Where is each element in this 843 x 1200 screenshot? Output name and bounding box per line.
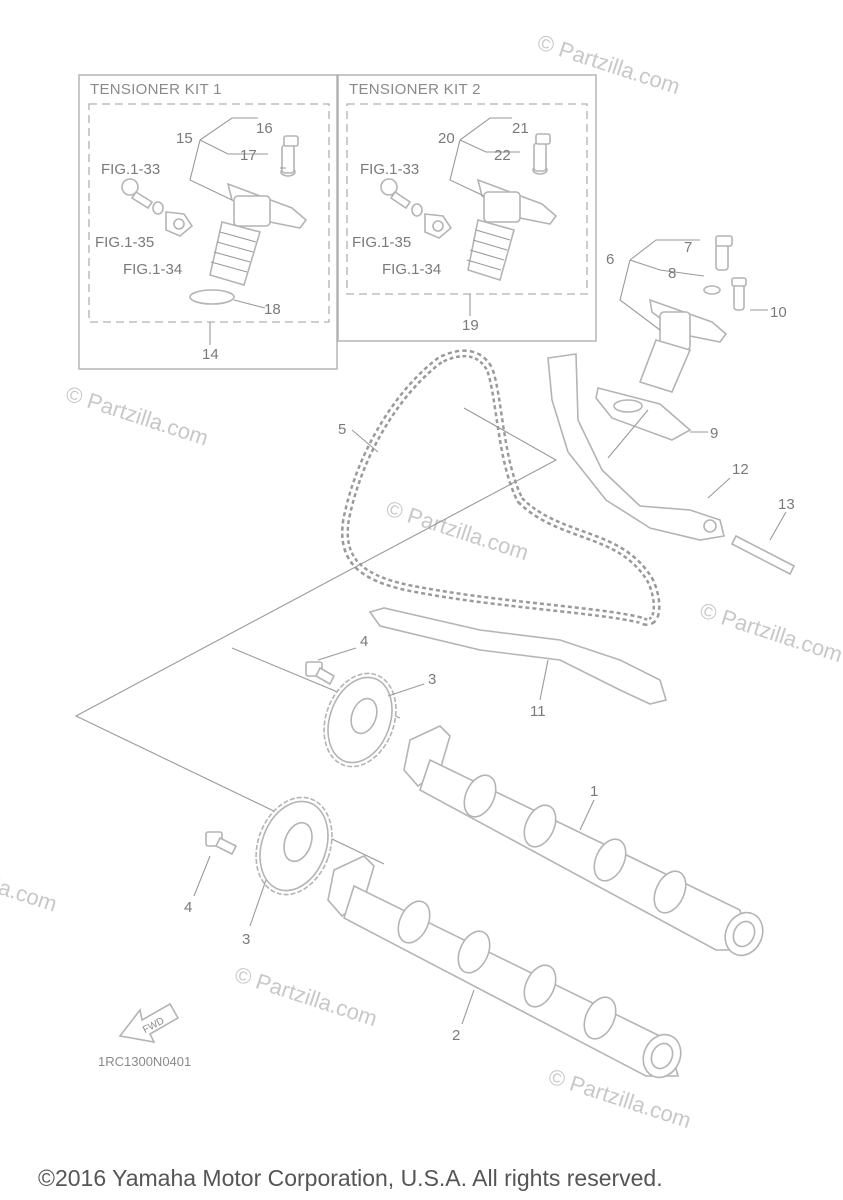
callout-3-upper: 3 [428, 671, 436, 688]
callout-7: 7 [684, 239, 692, 256]
callout-20: 20 [438, 130, 455, 147]
bolt-upper [305, 661, 336, 686]
leader [539, 659, 549, 701]
leader [317, 647, 425, 697]
tensioner-1-part [121, 135, 308, 305]
callout-6: 6 [606, 251, 614, 268]
leader [707, 477, 731, 499]
callout-8: 8 [668, 265, 676, 282]
copyright-notice: ©2016 Yamaha Motor Corporation, U.S.A. A… [38, 1165, 663, 1191]
callout-1: 1 [590, 783, 598, 800]
chain-guide-tensioner [547, 353, 725, 541]
watermark: © Partzilla.com [383, 496, 532, 566]
tensioner-2-part [380, 133, 558, 282]
callout-10: 10 [770, 304, 787, 321]
fig-ref-2-33: FIG.1-33 [360, 161, 419, 178]
camshaft-1 [403, 725, 764, 957]
sprocket-upper [323, 672, 397, 768]
watermark: © Partzilla.com [534, 30, 683, 100]
kit-1-dashed-frame [88, 103, 330, 323]
diagram-code: 1RC1300N0401 [98, 1054, 191, 1069]
watermark: © Partzilla.com [0, 847, 60, 917]
callout-22: 22 [494, 147, 511, 164]
guide-pivot [703, 519, 717, 533]
callout-3-lower: 3 [242, 931, 250, 948]
timing-chain [341, 349, 661, 626]
guide-pin [730, 534, 796, 576]
tensioner-kit-1: TENSIONER KIT 1 15 16 17 18 FIG.1-33 FIG… [78, 74, 338, 370]
kit-1-title: TENSIONER KIT 1 [90, 81, 222, 98]
callout-15: 15 [176, 130, 193, 147]
fig-ref-2-35: FIG.1-35 [352, 234, 411, 251]
leader [579, 799, 595, 831]
leader [189, 117, 286, 309]
callout-5: 5 [338, 421, 346, 438]
chain-guide-fixed [368, 607, 668, 705]
kit-2-title: TENSIONER KIT 2 [349, 81, 481, 98]
callout-17: 17 [240, 147, 257, 164]
callout-4-upper: 4 [360, 633, 368, 650]
leader [351, 429, 379, 453]
cam-chain-tensioner [595, 235, 747, 441]
callout-13: 13 [778, 496, 795, 513]
kit-2-dashed-frame [346, 103, 588, 295]
fwd-arrow-icon: FWD [118, 1002, 180, 1044]
fig-ref-1-33: FIG.1-33 [101, 161, 160, 178]
leader [769, 511, 787, 541]
callout-9: 9 [710, 425, 718, 442]
callout-16: 16 [256, 120, 273, 137]
tensioner-kit-2: TENSIONER KIT 2 20 21 22 FIG.1-33 FIG.1-… [337, 74, 597, 342]
callout-2: 2 [452, 1027, 460, 1044]
sprocket-lower [255, 796, 333, 896]
fig-ref-1-34: FIG.1-34 [123, 261, 182, 278]
callout-14: 14 [202, 346, 219, 363]
leader [461, 989, 475, 1025]
callout-4-lower: 4 [184, 899, 192, 916]
callout-11: 11 [530, 703, 546, 720]
leader [449, 117, 520, 197]
camshaft-2 [327, 855, 682, 1079]
callout-12: 12 [732, 461, 749, 478]
leader [607, 239, 768, 459]
kit-1-frame [78, 74, 338, 370]
bolt-lower [205, 831, 238, 856]
callout-18: 18 [264, 301, 281, 318]
watermark: © Partzilla.com [63, 381, 212, 451]
callout-21: 21 [512, 120, 529, 137]
fig-ref-1-35: FIG.1-35 [95, 234, 154, 251]
kit-2-frame [337, 74, 597, 342]
watermark: © Partzilla.com [232, 962, 381, 1032]
callout-19: 19 [462, 317, 479, 334]
fig-ref-2-34: FIG.1-34 [382, 261, 441, 278]
leader [193, 855, 267, 927]
watermark: © Partzilla.com [697, 598, 843, 668]
